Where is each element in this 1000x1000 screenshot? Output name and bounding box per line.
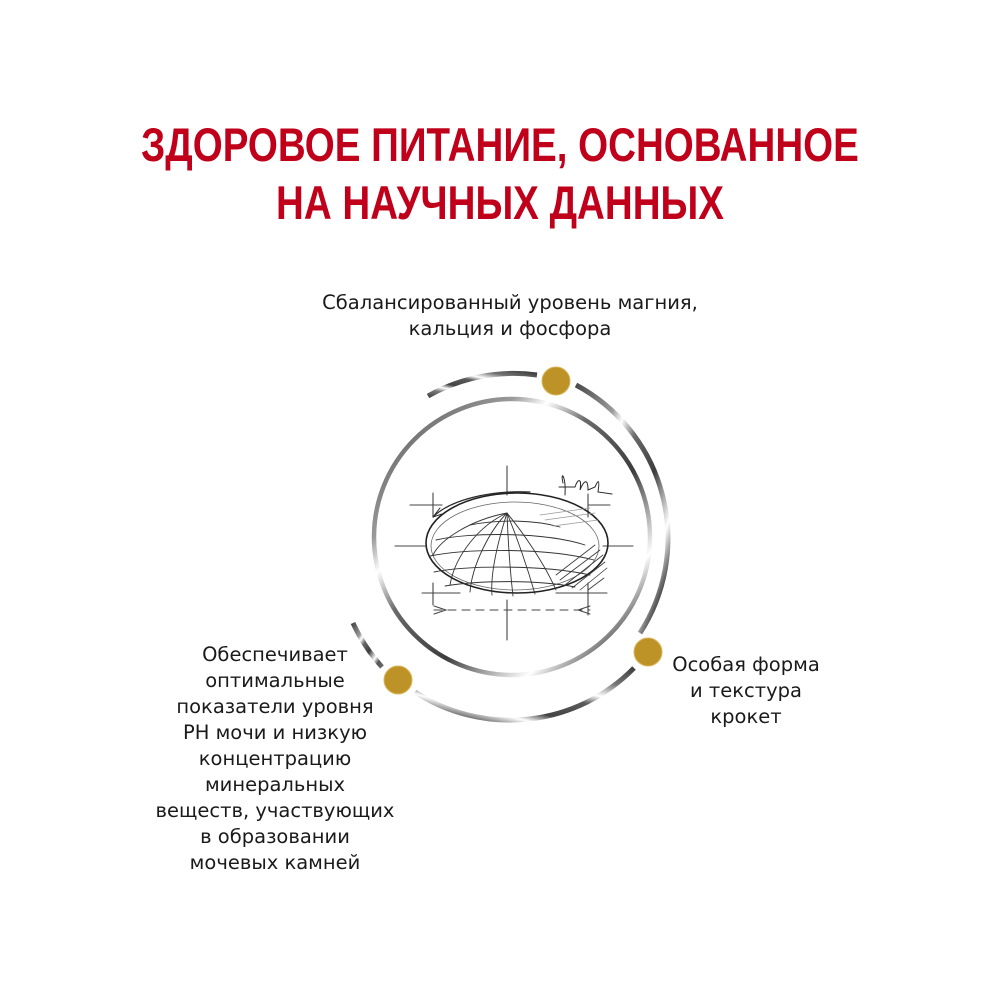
feature-caption-kibble-shape: Особая форма и текстура крокет (666, 652, 826, 730)
caption-line: в образовании (200, 825, 350, 848)
outer-ring-arc-left (350, 621, 384, 669)
page-title: ЗДОРОВОЕ ПИТАНИЕ, ОСНОВАННОЕ НА НАУЧНЫХ … (90, 116, 910, 232)
caption-line: оптимальные (205, 669, 345, 692)
caption-line: кальция и фосфора (408, 317, 612, 340)
caption-line: Особая форма (672, 653, 820, 676)
caption-line: минеральных (204, 773, 346, 796)
caption-line: концентрацию (198, 747, 352, 770)
feature-caption-urine-ph: Обеспечивает оптимальные показатели уров… (130, 642, 420, 876)
caption-line: мочевых камней (189, 851, 361, 874)
accent-dot-left (383, 665, 413, 695)
headline-line-2: НА НАУЧНЫХ ДАННЫХ (275, 176, 725, 229)
inner-ring (371, 396, 653, 678)
caption-line: PH мочи и низкую (182, 721, 368, 744)
outer-ring-arc-right (574, 382, 671, 635)
caption-line: крокет (710, 705, 782, 728)
outer-ring-arc-bottom (413, 666, 636, 723)
caption-line: веществ, участвующих (155, 799, 395, 822)
outer-ring-arc-top (426, 370, 538, 399)
feature-caption-minerals: Сбалансированный уровень магния, кальция… (300, 290, 720, 342)
headline-line-1: ЗДОРОВОЕ ПИТАНИЕ, ОСНОВАННОЕ (141, 118, 859, 171)
caption-line: Обеспечивает (202, 643, 348, 666)
accent-dot-right (633, 637, 663, 667)
accent-dot-top (541, 366, 571, 396)
caption-line: и текстура (690, 679, 802, 702)
caption-line: показатели уровня (176, 695, 374, 718)
caption-line: Сбалансированный уровень магния, (322, 291, 698, 314)
kibble-sketch-icon (394, 465, 634, 641)
